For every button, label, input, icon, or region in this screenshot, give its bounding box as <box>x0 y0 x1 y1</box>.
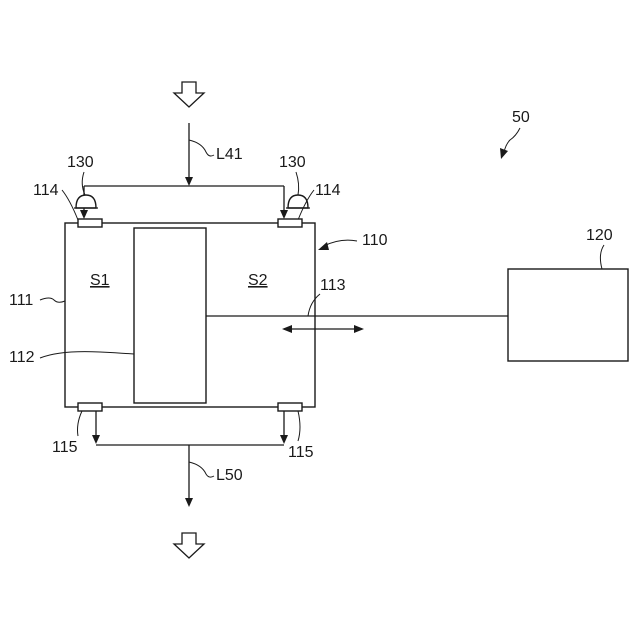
controller-box <box>508 269 628 361</box>
valve-right-label: 130 <box>279 154 306 171</box>
valve-right-icon <box>288 195 308 208</box>
membrane-element <box>134 228 206 403</box>
outlet-port-right-leader <box>298 411 300 441</box>
outlet-line-arrowhead <box>185 498 193 507</box>
inlet-line-label: L41 <box>216 146 243 163</box>
system-leader <box>504 128 520 152</box>
wall-label: 111 <box>9 292 33 309</box>
space-left-label: S1 <box>90 272 110 289</box>
chamber-leader <box>324 240 357 246</box>
outlet-port-left-leader <box>78 411 83 436</box>
membrane-label: 112 <box>9 349 35 366</box>
inflow-hollow-arrow <box>174 82 204 107</box>
inlet-port-left <box>78 219 102 227</box>
inlet-branch-left-arrowhead <box>80 210 88 219</box>
wall-leader <box>40 298 65 302</box>
chamber-leader-arrowhead <box>318 242 329 250</box>
inlet-line-leader <box>189 140 214 156</box>
inlet-branch-right-arrowhead <box>280 210 288 219</box>
outlet-line-label: L50 <box>216 467 243 484</box>
shaft-motion-arrow-right-head <box>354 325 364 333</box>
inlet-port-left-label: 114 <box>33 182 59 199</box>
drive-shaft-label: 113 <box>320 277 346 294</box>
outlet-branch-left-arrowhead <box>92 435 100 444</box>
chamber-label: 110 <box>362 232 388 249</box>
outlet-port-left <box>78 403 102 411</box>
outflow-hollow-arrow <box>174 533 204 558</box>
outlet-line-leader <box>189 462 214 477</box>
valve-left-icon <box>76 195 96 208</box>
outlet-port-right-label: 115 <box>288 444 314 461</box>
outlet-port-right <box>278 403 302 411</box>
outlet-port-left-label: 115 <box>52 439 78 456</box>
inlet-port-right-label: 114 <box>315 182 341 199</box>
system-leader-arrowhead <box>500 148 508 159</box>
inlet-line-arrowhead <box>185 177 193 186</box>
controller-label: 120 <box>586 227 613 244</box>
inlet-port-right <box>278 219 302 227</box>
valve-right-leader <box>296 172 299 195</box>
outlet-branch-right-arrowhead <box>280 435 288 444</box>
valve-left-label: 130 <box>67 154 94 171</box>
controller-leader <box>600 245 604 269</box>
system-label: 50 <box>512 109 530 126</box>
space-right-label: S2 <box>248 272 268 289</box>
